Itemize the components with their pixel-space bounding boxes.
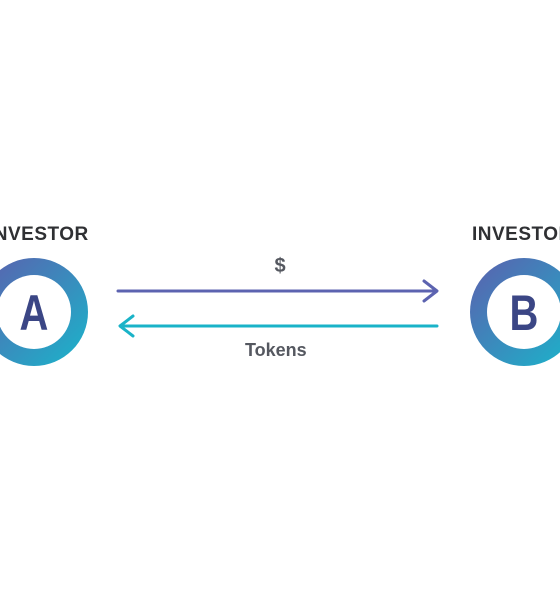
investor-a-node: A [0, 258, 88, 366]
investor-a-label: INVESTOR [0, 224, 89, 245]
investor-b-ring-inner [487, 275, 560, 349]
investor-b-label: INVESTOR [472, 224, 560, 245]
arrow-to-b [116, 279, 439, 303]
investor-a-ring-inner [0, 275, 71, 349]
investor-b-node: B [470, 258, 560, 366]
flow-tokens-label: Tokens [245, 340, 307, 360]
investor-b-letter: B [510, 285, 539, 341]
arrow-to-a-head-icon [118, 314, 135, 338]
investor-b-ring-icon: B [470, 258, 560, 366]
investor-a-letter: A [20, 285, 49, 341]
investor-a-ring-icon: A [0, 258, 88, 366]
flow-dollar-label: $ [274, 255, 286, 277]
arrow-to-b-head-icon [422, 279, 439, 303]
arrow-to-a [118, 314, 439, 338]
